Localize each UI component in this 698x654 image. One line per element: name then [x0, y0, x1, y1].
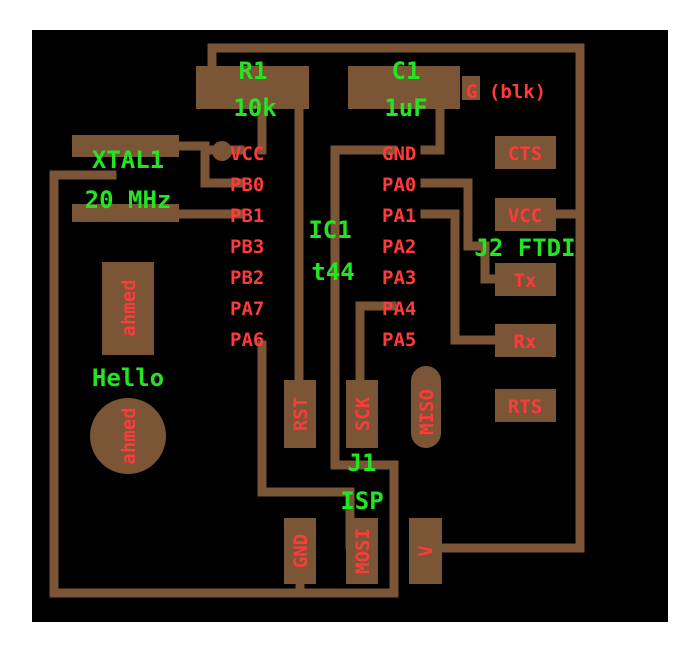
ic-pin-label: PB2: [230, 267, 264, 289]
ic-pin-label: PA5: [382, 329, 416, 351]
trace-c1-gnd: [420, 87, 445, 155]
ic-pin-label: GND: [382, 143, 416, 165]
xtal-name: XTAL1: [92, 146, 164, 174]
isp-miso-label: MISO: [416, 389, 438, 435]
ic-pin-label: PA2: [382, 236, 416, 258]
ic-pin-label: PB1: [230, 205, 264, 227]
ic-pin-label: PB0: [230, 174, 264, 196]
ic-right-pin-labels: GND PA0 PA1 PA2 PA3 PA4 PA5: [382, 143, 416, 351]
trace-pa1-rx: [420, 209, 505, 345]
c1-name: C1: [392, 57, 421, 85]
pad-isp-mosi: [346, 518, 378, 584]
ic-pin-label: PA6: [230, 329, 264, 351]
ahmed-top-label: ahmed: [118, 279, 140, 336]
pad-xtal-bottom: [72, 204, 179, 222]
trace-top-loop: [207, 43, 585, 553]
ic-left-pin-labels: VCC PB0 PB1 PB3 PB2 PA7 PA6: [230, 143, 264, 351]
isp-rst-label: RST: [290, 397, 312, 431]
trace-gnd-bus: [295, 145, 399, 598]
pad-ftdi-vcc: [495, 198, 556, 231]
component-labels: R1 10k C1 1uF XTAL1 20 MHz IC1 t44 J2 FT…: [85, 57, 576, 515]
hello-label: Hello: [92, 364, 164, 392]
ftdi-pin-label: Tx: [514, 270, 537, 292]
ic-pin-label: PA1: [382, 205, 416, 227]
j2-name: J2 FTDI: [474, 234, 575, 262]
copper-pads: [72, 66, 556, 584]
ic-pin-label: PA7: [230, 298, 264, 320]
ftdi-pin-label: RTS: [508, 396, 542, 418]
j1-value: ISP: [340, 487, 383, 515]
pad-ahmed-bottom: [90, 398, 166, 474]
xtal-value: 20 MHz: [85, 186, 172, 214]
ic-value: t44: [311, 258, 354, 286]
pad-r1: [196, 66, 309, 109]
j1-name: J1: [348, 449, 377, 477]
ic-pin-label: VCC: [230, 143, 264, 165]
pad-ftdi-rts: [495, 389, 556, 422]
ftdi-pin-labels: CTS VCC Tx Rx RTS G (blk): [466, 81, 546, 418]
pad-isp-sck: [346, 380, 378, 448]
isp-gnd-label: GND: [290, 534, 312, 568]
trace-pa4-sck: [355, 301, 397, 385]
pad-ftdi-rx: [495, 324, 556, 357]
ic-pin-label: PA4: [382, 298, 416, 320]
isp-pin-labels: RST SCK MISO GND MOSI V: [290, 389, 438, 574]
ic-pin-label: PB3: [230, 236, 264, 258]
ic-pin-label: PA3: [382, 267, 416, 289]
isp-sck-label: SCK: [352, 396, 374, 431]
ic-pin-label: PA0: [382, 174, 416, 196]
pad-isp-gnd: [284, 518, 316, 584]
pad-isp-rst: [284, 380, 316, 448]
c1-value: 1uF: [384, 94, 427, 122]
pad-ftdi-cts: [495, 136, 556, 169]
pad-ftdi-gnd: [462, 76, 480, 100]
pad-ahmed-top: [102, 262, 154, 355]
ic-name: IC1: [308, 216, 351, 244]
r1-value: 10k: [233, 94, 277, 122]
ftdi-pin-label: CTS: [508, 143, 542, 165]
pad-c1: [348, 66, 460, 109]
ftdi-pin-label: VCC: [508, 205, 542, 227]
ftdi-gnd-label: G (blk): [466, 81, 546, 103]
trace-xtal-pb0: [170, 141, 245, 188]
ftdi-pin-label: Rx: [514, 331, 537, 353]
r1-name: R1: [239, 57, 268, 85]
pad-xtal-top: [72, 135, 179, 157]
pad-isp-vcc: [409, 518, 442, 584]
trace-pa0-tx: [420, 178, 505, 284]
pad-ftdi-tx: [495, 263, 556, 296]
pad-isp-miso: [411, 366, 441, 448]
isp-vcc-label: V: [415, 545, 437, 556]
ahmed-bottom-label: ahmed: [118, 407, 140, 464]
pad-vcc-via: [212, 141, 232, 161]
isp-mosi-label: MOSI: [352, 528, 374, 574]
trace-left-outer: [49, 170, 117, 598]
